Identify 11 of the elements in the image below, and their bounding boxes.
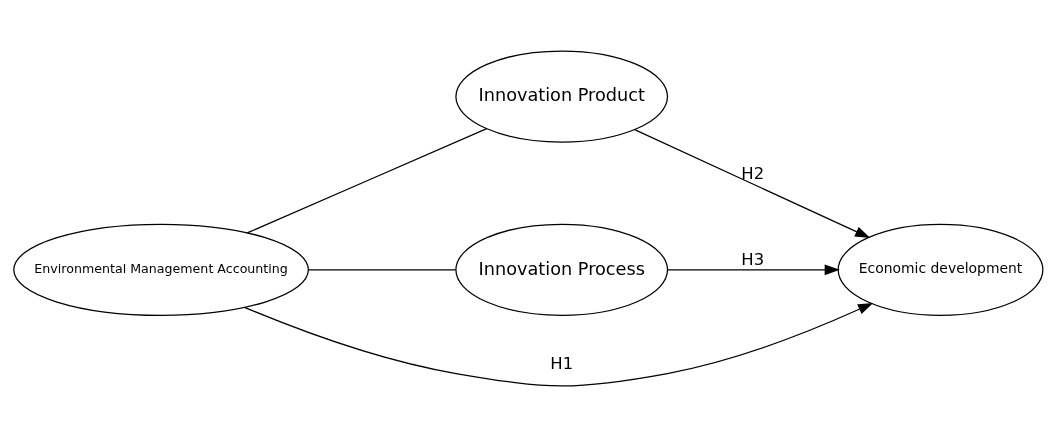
arrow	[667, 264, 840, 275]
edge-label: H2	[741, 163, 765, 183]
node-ellipse: Innovation Product	[455, 49, 669, 143]
arrow	[243, 302, 874, 386]
connector	[307, 268, 457, 270]
edge-label: H1	[550, 353, 574, 373]
node-ellipse: Innovation Process	[455, 223, 669, 316]
edge-label: H3	[741, 249, 765, 269]
connector	[246, 127, 488, 233]
arrow	[634, 128, 871, 238]
node-ellipse: Environmental Management Accounting	[13, 223, 309, 316]
